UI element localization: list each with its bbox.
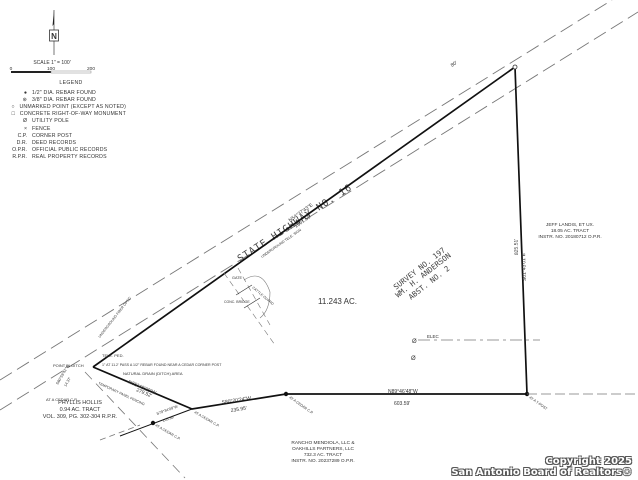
svg-text:PHYLLIS HOLLIS: PHYLLIS HOLLIS xyxy=(58,400,102,406)
cattle-guard-label: CATTLE GUARD xyxy=(251,286,274,307)
corner-marker-ne xyxy=(512,64,518,70)
rebar-three-eighths-icon: ⊛ xyxy=(22,96,27,103)
legend-item: O.P.R. OFFICIAL PUBLIC RECORDS xyxy=(6,147,126,154)
legend-item: ○ UNMARKED POINT (EXCEPT AS NOTED) xyxy=(6,103,126,110)
east-line-distance: 825.51' xyxy=(513,239,520,255)
sw-line-1-distance: 235.95' xyxy=(230,406,247,414)
copyright-watermark: Copyright 2025 San Antonio Board of Real… xyxy=(451,456,632,478)
acreage-label: 11.243 AC. xyxy=(318,297,357,306)
t-post-label: AT A T-POST xyxy=(528,396,548,412)
svg-text:0.94 AC. TRACT: 0.94 AC. TRACT xyxy=(60,407,101,413)
legend-item: D.R. DEED RECORDS xyxy=(6,139,126,146)
west-ditch-line xyxy=(84,371,186,479)
corner-post-abbr: C.P. xyxy=(17,132,27,139)
legend-item: × FENCE xyxy=(6,125,126,132)
svg-text:INSTR. NO. 20237289 O.P.R.: INSTR. NO. 20237289 O.P.R. xyxy=(291,458,354,464)
cedar-cp-label-2: AT A CEDAR C.P. xyxy=(194,410,221,428)
official-public-records-abbr: O.P.R. xyxy=(12,147,27,154)
unmarked-point-icon: ○ xyxy=(11,103,15,110)
elec-label: ELEC xyxy=(427,334,440,339)
scale-text: SCALE 1" = 100' xyxy=(33,60,70,66)
legend-item: Ø UTILITY POLE xyxy=(6,118,126,125)
utility-pole-icon: Ø xyxy=(412,339,417,345)
west-line-distance: 14.37' xyxy=(63,376,72,387)
adjoiner-southwest: PHYLLIS HOLLIS 0.94 AC. TRACT VOL. 309, … xyxy=(43,400,118,420)
utility-pole-legend-icon: Ø xyxy=(22,118,27,125)
svg-text:RANCHO MENDIOLA, LLC &: RANCHO MENDIOLA, LLC & xyxy=(291,440,355,446)
underground-fiber-label: UNDERGROUND FIBER OPTIC xyxy=(98,296,133,339)
cedar-cp-label-1: AT A CEDAR C.P. xyxy=(288,396,314,416)
adjoiner-east: JEFF LANDIS, ET UX. 18.05 AC. TRACT INST… xyxy=(538,222,601,240)
north-arrow-label: N xyxy=(51,32,57,41)
sw-tie-line xyxy=(119,408,193,437)
pass-note-label: 1" AT 11.2' PASS A 1/2" REBAR FOUND NEAR… xyxy=(102,363,222,367)
rebar-half-inch-icon: ● xyxy=(23,89,27,96)
deed-records-abbr: D.R. xyxy=(16,139,27,146)
point-in-ditch-label: POINT IN DITCH xyxy=(53,363,84,368)
property-boundary xyxy=(92,65,528,410)
legend-title: LEGEND xyxy=(59,80,83,86)
legend-item: C.P. CORNER POST xyxy=(6,132,126,139)
svg-text:18.05 AC. TRACT: 18.05 AC. TRACT xyxy=(551,228,589,234)
sw-line-1-bearing: S80°20'24"W xyxy=(221,395,251,406)
tele-ped-label: TELE. PED. xyxy=(102,353,124,358)
gate-label: GATE xyxy=(232,276,243,280)
corner-marker-s xyxy=(283,391,289,397)
copyright-line-2: San Antonio Board of Realtors® xyxy=(451,467,632,478)
south-line-distance: 603.59' xyxy=(394,401,410,407)
legend-item: ⊛ 3/8" DIA. REBAR FOUND xyxy=(6,96,126,103)
legend-item: ● 1/2" DIA. REBAR FOUND xyxy=(6,89,126,96)
scale-tick-0: 0 xyxy=(10,66,13,72)
row-monument-icon: □ xyxy=(11,111,15,118)
gate-area xyxy=(223,267,276,346)
legend: LEGEND ● 1/2" DIA. REBAR FOUND ⊛ 3/8" DI… xyxy=(6,80,126,161)
row-width: 80' xyxy=(450,60,459,69)
east-line-bearing: S01°43'01"E xyxy=(521,252,528,281)
cedar-cp-label-4: AT A CEDAR C.P. xyxy=(46,397,78,402)
svg-text:VOL. 309, PG. 302-304 R.P.R.: VOL. 309, PG. 302-304 R.P.R. xyxy=(43,414,118,420)
south-line-bearing: N89°46'48"W xyxy=(388,389,418,395)
svg-text:INSTR. NO. 20180712 O.P.R.: INSTR. NO. 20180712 O.P.R. xyxy=(538,234,601,240)
natural-drain-label: NATURAL DRAIN (DITCH) AREA xyxy=(123,371,183,376)
sw-line-2-distance: 279.52' xyxy=(135,387,152,399)
sw-line-3-bearing: S79°34'09"W xyxy=(156,404,179,416)
legend-item: R.P.R. REAL PROPERTY RECORDS xyxy=(6,154,126,161)
utility-pole-icon-2: Ø xyxy=(411,356,416,362)
real-property-records-abbr: R.P.R. xyxy=(12,154,27,161)
cedar-cp-label-3: AT A CEDAR C.P. xyxy=(155,423,182,441)
concrete-bridge-label: CONC. BRIDGE xyxy=(224,300,250,304)
scale-tick-200: 200 xyxy=(87,66,95,72)
north-arrow-icon: N xyxy=(49,10,59,55)
scale-tick-100: 100 xyxy=(47,66,55,72)
svg-text:OAKHILLS PARTNERS, LLC: OAKHILLS PARTNERS, LLC xyxy=(292,446,354,452)
svg-text:732.3 AC. TRACT: 732.3 AC. TRACT xyxy=(304,452,342,458)
legend-item: □ CONCRETE RIGHT-OF-WAY MONUMENT xyxy=(6,111,126,118)
sw-line-3-distance: 103.89' xyxy=(162,415,175,423)
adjoiner-south: RANCHO MENDIOLA, LLC & OAKHILLS PARTNERS… xyxy=(291,440,355,464)
svg-text:JEFF LANDIS, ET UX.: JEFF LANDIS, ET UX. xyxy=(546,222,594,228)
highway-right-of-way xyxy=(0,0,638,411)
survey-label: SURVEY NO. 197 WM. H. ANDERSON ABST. NO.… xyxy=(392,246,453,302)
fence-icon: × xyxy=(23,125,27,132)
scale-bar: SCALE 1" = 100' 0 100 200 xyxy=(10,60,95,74)
copyright-line-1: Copyright 2025 xyxy=(545,456,632,467)
